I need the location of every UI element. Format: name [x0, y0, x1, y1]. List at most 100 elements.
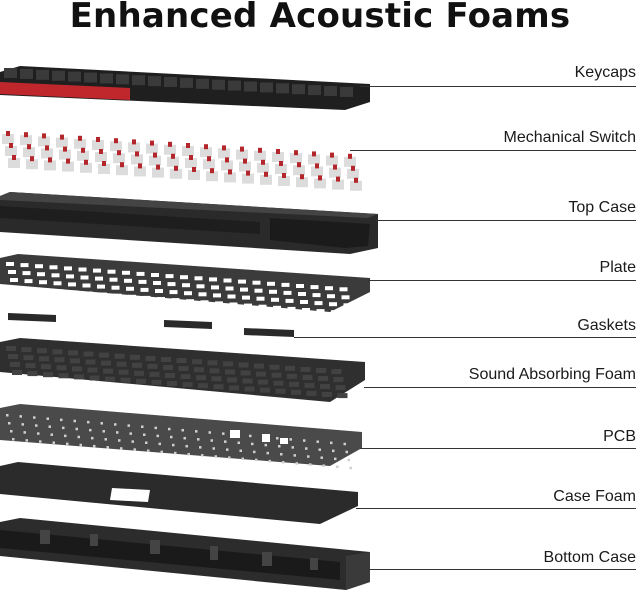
pcb-dot	[127, 424, 130, 427]
pcb-dot	[185, 444, 188, 448]
pcb-dot	[33, 416, 36, 419]
switch-housing	[314, 178, 326, 189]
top-case-leader	[376, 220, 636, 221]
pcb-dot	[251, 442, 254, 446]
switch-housing	[23, 147, 35, 158]
pcb-dot	[62, 426, 65, 430]
foam-cut	[149, 371, 160, 377]
plate-hole	[111, 285, 120, 290]
foam-cut	[198, 383, 208, 389]
pcb-dot	[303, 439, 306, 442]
case-foam-layer	[0, 462, 358, 524]
pcb-dot	[8, 422, 11, 425]
switch-housing	[203, 159, 215, 170]
foam-cut	[207, 360, 218, 366]
plate-hole	[327, 294, 335, 299]
switch-housing	[257, 162, 269, 173]
foam-cut	[289, 381, 299, 387]
plate-hole	[343, 303, 352, 308]
keycap	[212, 79, 225, 90]
pcb-dot	[334, 457, 337, 461]
switch-stem	[300, 174, 304, 180]
pcb-dot	[214, 455, 217, 458]
plate-hole	[281, 282, 290, 287]
plate-hole	[37, 272, 45, 277]
switch-housing	[2, 134, 14, 144]
plate-hole	[109, 277, 118, 282]
plate-hole	[198, 292, 207, 297]
pcb-dot	[291, 446, 294, 449]
plate-hole	[184, 291, 192, 296]
foam-cut	[52, 349, 63, 355]
pcb-dot	[239, 449, 242, 453]
switch-stem	[60, 134, 64, 140]
switch-stem	[222, 145, 226, 151]
foam-cut	[223, 361, 233, 367]
switch-stem	[42, 133, 46, 139]
switch-housing	[56, 137, 68, 148]
switch-stem	[153, 152, 157, 158]
switch-stem	[27, 144, 31, 150]
plate-hole	[49, 265, 58, 270]
foam-cut	[300, 366, 311, 372]
plate-hole	[325, 286, 333, 291]
plate-hole	[267, 281, 275, 286]
switch-housing	[62, 161, 74, 172]
switch-stem	[228, 169, 232, 175]
keycap	[68, 71, 81, 82]
pcb-dot	[224, 440, 227, 443]
foam-cut	[103, 368, 113, 374]
foam-cut	[132, 362, 142, 368]
pcb-dot	[37, 432, 40, 435]
plate-hole	[331, 310, 339, 315]
pcb-dot	[278, 445, 281, 448]
foam-cut	[227, 377, 237, 383]
pcb-dot	[174, 451, 177, 455]
switch-stem	[168, 141, 172, 147]
plate-hole	[138, 279, 147, 284]
plate-hole	[153, 281, 161, 285]
switch-housing	[95, 152, 107, 162]
switch-housing	[110, 141, 122, 152]
foam-cut	[244, 386, 255, 392]
switch-housing	[164, 144, 176, 155]
pcb-dot	[12, 438, 15, 441]
plate-hole	[285, 298, 294, 303]
foam-cut	[275, 388, 286, 394]
switch-stem	[102, 161, 106, 166]
pcb-dot	[276, 437, 279, 440]
foam-cut	[333, 377, 344, 383]
foam-cut	[89, 375, 100, 381]
foam-cut	[58, 373, 69, 379]
switch-housing	[311, 166, 323, 177]
foam-cut	[331, 369, 342, 375]
plate-hole	[298, 292, 306, 296]
pcb-dot	[120, 447, 123, 450]
plate-hole	[302, 308, 310, 312]
keycap	[308, 85, 321, 96]
pcb-dot	[322, 464, 325, 467]
switch-housing	[239, 161, 251, 172]
plate-hole	[209, 277, 217, 282]
foam-cut	[196, 375, 206, 381]
foam-cut	[118, 369, 129, 375]
switch-housing	[92, 140, 104, 150]
plate-hole	[142, 295, 151, 300]
plate-hole	[126, 286, 134, 291]
foam-cut	[225, 369, 235, 375]
pcb-dot	[237, 441, 240, 445]
switch-stem	[318, 175, 322, 181]
keycap	[276, 83, 289, 94]
gaskets-leader	[294, 337, 636, 338]
foam-cut	[23, 355, 34, 361]
switch-stem	[276, 149, 280, 154]
foam-cut	[240, 370, 251, 376]
pcb-dot	[131, 440, 134, 443]
pcb-dot	[21, 423, 24, 426]
keycap	[196, 78, 209, 89]
pcb-dot	[222, 432, 225, 435]
plate-hole	[122, 270, 130, 275]
plate-hole	[225, 286, 234, 291]
foam-cut	[12, 370, 22, 375]
switch-stem	[132, 139, 136, 145]
